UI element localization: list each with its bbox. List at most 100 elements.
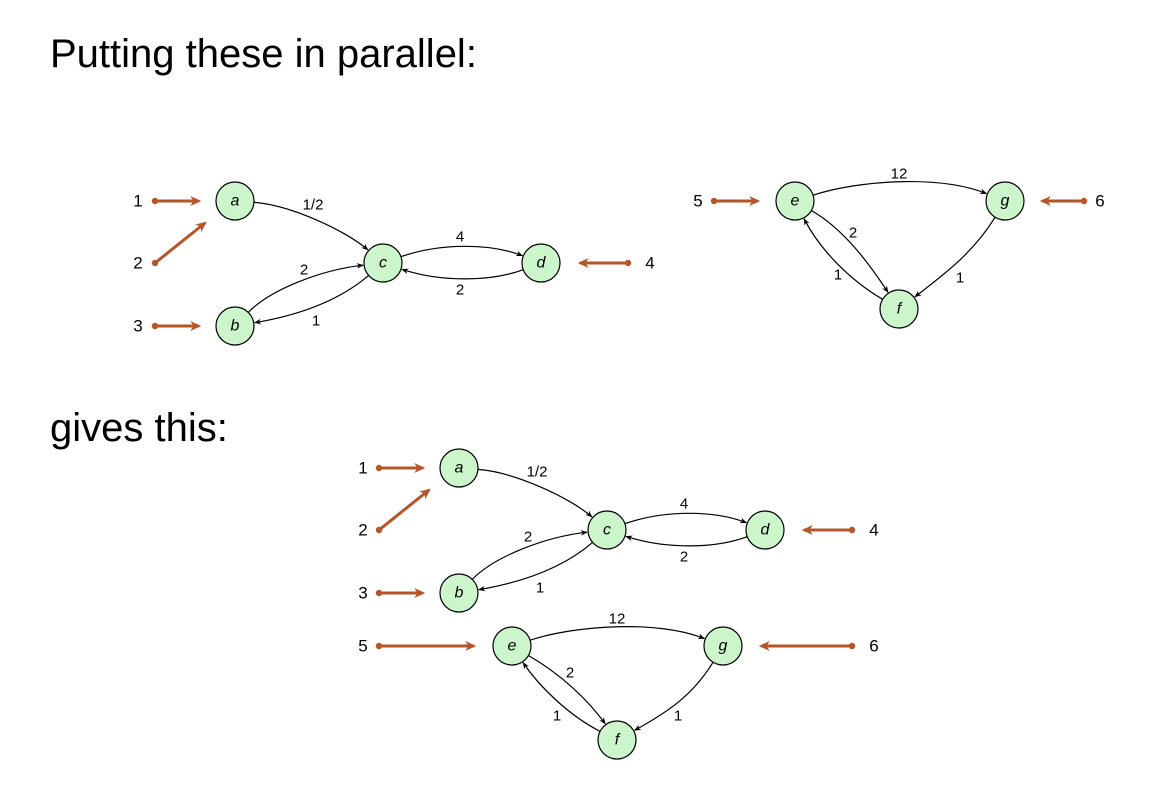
edge-line [401,268,524,280]
port-dot [710,197,718,205]
edge-line [624,512,748,525]
port-1-arrow: 1 [358,459,426,478]
edge-weight-label: 1 [553,708,561,725]
node-label: d [537,255,547,272]
port-3-arrow: 3 [133,317,202,336]
node-circle [439,448,479,488]
edge-line [247,263,364,313]
edge-c-d: 4 [624,496,748,525]
edge-c-b: 1 [254,274,369,330]
node-circle [703,626,743,666]
node-circle [215,306,255,346]
node-g: g [985,181,1025,221]
port-2-arrow: 2 [358,488,431,540]
edge-e-f: 2 [811,210,889,293]
edge-weight-label: 12 [609,611,626,628]
port-label: 4 [869,521,878,540]
port-label: 3 [358,584,367,603]
node-f: f [597,720,637,760]
edge-weight-label: 2 [566,665,574,682]
edge-d-c: 2 [401,268,524,299]
edge-line [522,662,601,732]
edge-weight-label: 1/2 [527,464,548,481]
port-4-arrow: 4 [577,254,655,273]
node-circle [363,243,403,283]
node-b: b [439,573,479,613]
port-6-arrow: 6 [1039,192,1105,211]
edge-weight-label: 2 [456,282,464,299]
port-label: 5 [358,637,367,656]
edge-line [529,626,706,641]
node-label: c [603,522,611,539]
edge-weight-label: 12 [891,166,908,183]
edge-e-g: 12 [529,611,706,641]
node-label: e [791,193,800,210]
edge-line [528,655,606,725]
edge-weight-label: 1 [674,708,682,725]
port-line [378,488,431,532]
edge-weight-label: 1 [312,313,320,330]
edge-weight-label: 1 [834,267,842,284]
node-circle [985,181,1025,221]
edge-weight-label: 1/2 [303,197,324,214]
port-6-arrow: 6 [758,637,879,656]
edge-line [633,661,714,731]
node-label: c [379,255,387,272]
edge-line [625,535,748,547]
port-label: 4 [645,254,654,273]
port-5-arrow: 5 [358,637,477,656]
node-a: a [215,181,255,221]
edge-weight-label: 2 [849,225,857,242]
node-a: a [439,448,479,488]
node-circle [745,510,785,550]
node-c: c [587,510,627,550]
node-label: f [897,301,903,318]
edge-weight-label: 2 [680,549,688,566]
heading-top: Putting these in parallel: [50,32,477,76]
edge-e-g: 12 [812,166,988,196]
edge-g-f: 1 [633,661,714,731]
port-dot [1080,197,1088,205]
edge-line [803,218,883,300]
port-dot [375,464,383,472]
port-dot [375,526,383,534]
edge-line [914,216,996,298]
node-label: b [231,318,240,335]
node-label: g [719,638,728,655]
node-c: c [363,243,403,283]
edge-line [254,274,369,325]
node-label: e [508,638,517,655]
port-label: 6 [869,637,878,656]
edge-c-d: 4 [400,229,524,258]
port-3-arrow: 3 [358,584,426,603]
edge-g-f: 1 [914,216,996,298]
port-label: 2 [358,521,367,540]
port-dot [151,322,159,330]
edge-line [478,541,593,592]
port-label: 2 [133,254,142,273]
port-label: 3 [133,317,142,336]
edge-weight-label: 1 [536,580,544,597]
node-label: b [455,585,464,602]
edge-line [811,210,889,293]
node-circle [215,181,255,221]
node-circle [587,510,627,550]
edge-e-f: 2 [528,655,606,725]
port-1-arrow: 1 [133,192,202,211]
node-label: a [455,460,464,477]
edge-c-b: 1 [478,541,593,597]
node-label: f [615,732,621,749]
node-circle [775,181,815,221]
node-circle [521,243,561,283]
edge-line [471,530,588,580]
port-dot [848,526,856,534]
node-d: d [745,510,785,550]
node-label: d [761,522,771,539]
port-5-arrow: 5 [693,192,761,211]
port-dot [375,589,383,597]
edge-d-c: 2 [625,535,748,566]
edge-b-c: 2 [247,262,364,313]
port-dot [375,642,383,650]
heading-bottom: gives this: [50,406,228,450]
